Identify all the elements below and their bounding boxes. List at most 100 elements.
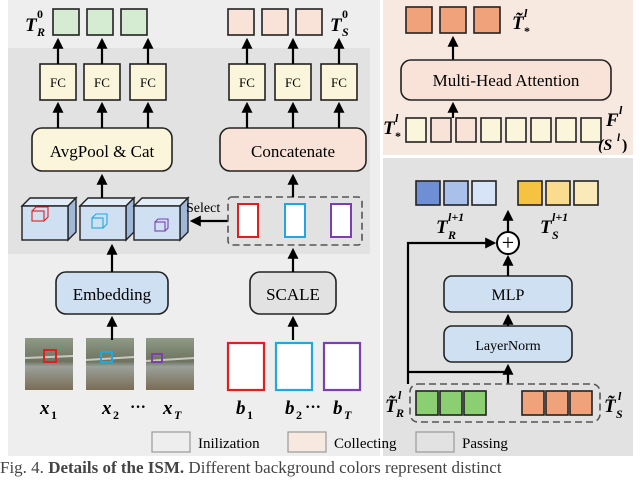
- token-sn-1: [517, 180, 543, 206]
- bbox-labels: b 1 b 2 ··· b T: [236, 398, 352, 422]
- selected-boxes-group: [227, 196, 363, 246]
- svg-text:T: T: [330, 15, 343, 36]
- token-st-3: [569, 390, 593, 416]
- caption-title: Details of the ISM.: [48, 458, 185, 477]
- svg-text:MLP: MLP: [492, 287, 525, 304]
- t-s-tilde-label: T̃ S l: [604, 389, 623, 421]
- token-q-4: [480, 117, 502, 143]
- mha-box: [400, 59, 612, 101]
- bbox-red: [226, 341, 266, 392]
- svg-text:F: F: [605, 110, 619, 131]
- caption-prefix: Fig. 4.: [0, 458, 44, 477]
- svg-text:FC: FC: [239, 75, 255, 90]
- t-star-output-label: T̃ * l: [512, 6, 530, 38]
- svg-text:T̃: T̃: [512, 13, 525, 34]
- figure-caption: Fig. 4. Details of the ISM. Different ba…: [0, 458, 640, 478]
- input-frames: [24, 338, 195, 390]
- svg-text:x: x: [162, 398, 173, 419]
- token-out-3: [473, 6, 501, 34]
- svg-text:Concatenate: Concatenate: [251, 142, 335, 161]
- svg-text:S: S: [616, 407, 623, 421]
- legend: Inilization Collecting Passing: [151, 431, 508, 453]
- legend-swatch-init: [151, 431, 191, 453]
- legend-label-pass: Passing: [462, 436, 508, 452]
- token-out-1: [405, 6, 433, 34]
- svg-text:Multi-Head Attention: Multi-Head Attention: [433, 71, 580, 90]
- t-s-next-tokens: [517, 180, 599, 206]
- svg-text:0: 0: [37, 7, 43, 21]
- svg-text:LayerNorm: LayerNorm: [475, 339, 540, 354]
- svg-text:T: T: [25, 15, 38, 36]
- legend-label-init: Inilization: [198, 436, 260, 452]
- token-st-2: [545, 390, 569, 416]
- input-image-2: [86, 338, 134, 390]
- svg-text:T: T: [344, 408, 352, 422]
- feature-cube-3: [132, 196, 190, 242]
- svg-text:SCALE: SCALE: [266, 285, 320, 304]
- svg-text:···: ···: [305, 399, 321, 416]
- svg-text:1: 1: [247, 408, 253, 422]
- t-s-next-label: T S l+1: [540, 210, 568, 242]
- svg-text:*: *: [524, 24, 530, 38]
- svg-text:2: 2: [296, 408, 302, 422]
- mha-input-tokens: [405, 117, 602, 143]
- bbox-cyan: [274, 341, 314, 392]
- svg-text:b: b: [236, 398, 246, 419]
- bbox-purple: [322, 341, 362, 392]
- svg-text:T̃: T̃: [385, 396, 398, 417]
- svg-text:l+1: l+1: [448, 210, 464, 224]
- token-r0-2: [86, 8, 114, 36]
- caption-text: Different background colors represent di…: [188, 458, 502, 477]
- token-q-6: [530, 117, 552, 143]
- svg-text:T: T: [383, 118, 396, 139]
- token-rt-3: [463, 390, 487, 416]
- token-s0-3: [295, 8, 323, 36]
- token-q-2: [430, 117, 452, 143]
- fc-group-right: FC FC FC: [228, 63, 358, 101]
- token-s0-1: [227, 8, 255, 36]
- t-r-next-label: T R l+1: [436, 210, 464, 242]
- svg-text:b: b: [333, 398, 343, 419]
- token-rn-2: [443, 180, 469, 206]
- fc-box-right-3: [320, 63, 358, 101]
- t-star-input-label: T * l: [383, 111, 401, 143]
- svg-text:*: *: [395, 129, 401, 143]
- svg-text:l: l: [524, 6, 528, 20]
- token-rn-3: [471, 180, 497, 206]
- svg-text:(S: (S: [598, 137, 612, 154]
- svg-text:R: R: [395, 406, 404, 420]
- svg-text:T: T: [540, 217, 553, 238]
- svg-text:1: 1: [51, 408, 57, 422]
- svg-text:FC: FC: [50, 75, 66, 90]
- svg-text:l: l: [395, 111, 399, 125]
- token-sn-2: [545, 180, 571, 206]
- svg-text:+: +: [502, 230, 514, 255]
- svg-text:x: x: [101, 398, 112, 419]
- legend-label-collect: Collecting: [334, 436, 397, 452]
- t-r-tilde-tokens: [415, 390, 487, 416]
- fc-box-left-3: [129, 63, 167, 101]
- input-image-3: [146, 338, 194, 390]
- svg-text:b: b: [285, 398, 295, 419]
- token-q-1: [405, 117, 427, 143]
- feature-cube-1: [20, 196, 78, 242]
- svg-text:AvgPool & Cat: AvgPool & Cat: [50, 142, 155, 161]
- legend-swatch-pass: [415, 431, 455, 453]
- token-sn-3: [573, 180, 599, 206]
- token-rt-1: [415, 390, 439, 416]
- token-q-5: [505, 117, 527, 143]
- selected-box-purple: [330, 203, 352, 238]
- svg-text:): ): [622, 137, 627, 154]
- t-r0-tokens: [52, 8, 148, 36]
- svg-text:T: T: [174, 408, 182, 422]
- svg-text:T̃: T̃: [604, 396, 617, 417]
- svg-text:S: S: [342, 25, 349, 39]
- feature-cube-2: [78, 196, 136, 242]
- t-s0-label: T S 0: [330, 7, 349, 39]
- svg-text:FC: FC: [94, 75, 110, 90]
- svg-text:l: l: [619, 103, 623, 117]
- svg-text:l: l: [617, 132, 621, 144]
- selected-box-cyan: [284, 203, 306, 238]
- token-q-7: [555, 117, 577, 143]
- svg-text:Embedding: Embedding: [73, 285, 152, 304]
